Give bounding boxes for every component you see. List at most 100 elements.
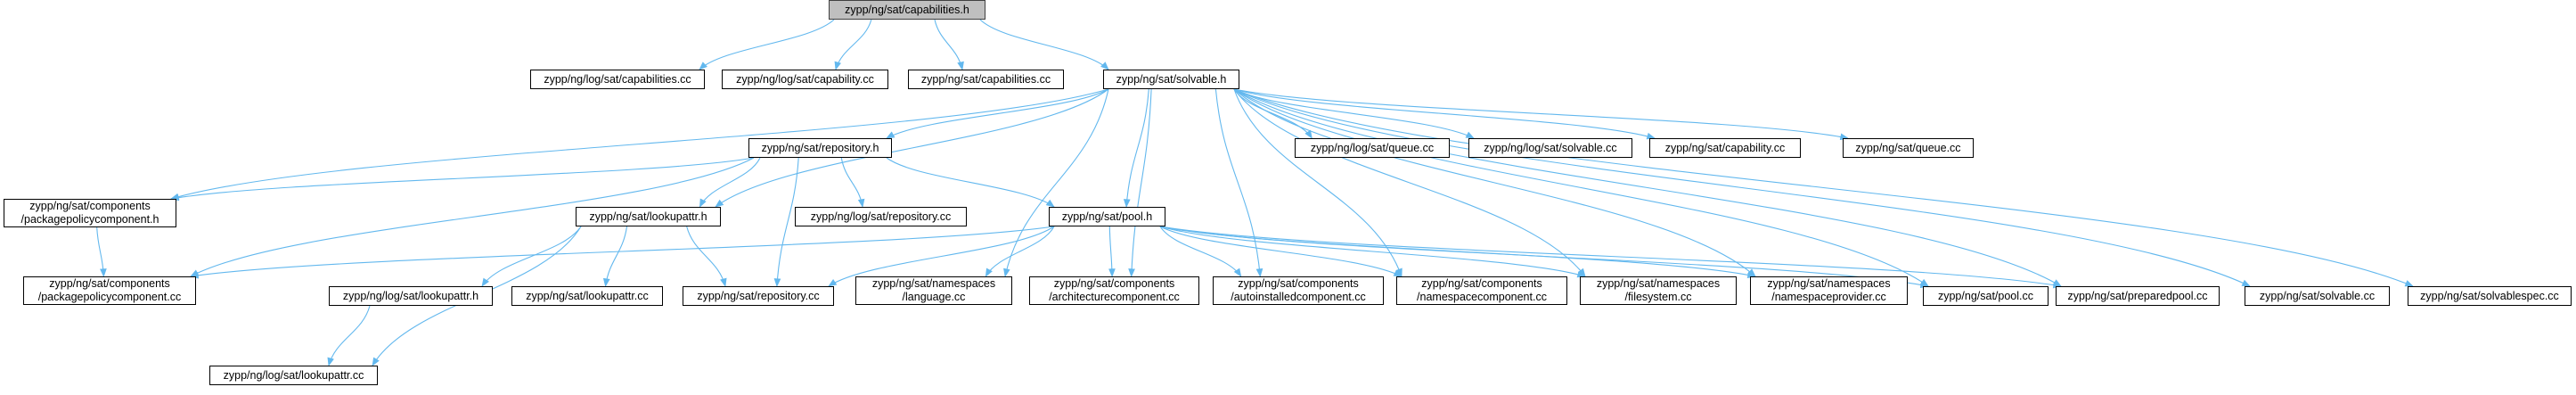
graph-node-log_solvable_cc[interactable]: zypp/ng/log/sat/solvable.cc	[1468, 138, 1632, 158]
graph-edge-sat_lookupattr_h-to-sat_repository_cc	[686, 226, 727, 287]
graph-node-sat_repository_h[interactable]: zypp/ng/sat/repository.h	[748, 138, 892, 158]
graph-edge-sat_lookupattr_h-to-sat_lookupattr_cc	[602, 226, 628, 287]
graph-edge-sat_solvable_h-to-sat_queue_cc	[1233, 88, 1849, 141]
graph-edge-sat_solvable_h-to-sat_pool_cc	[1233, 88, 1929, 287]
graph-node-label: zypp/ng/sat/components	[1421, 277, 1542, 290]
graph-node-label: zypp/ng/sat/namespaces	[1767, 277, 1891, 290]
graph-node-namespacecomponent_cc[interactable]: zypp/ng/sat/components/namespacecomponen…	[1396, 276, 1567, 305]
graph-node-namespaces_language_cc[interactable]: zypp/ng/sat/namespaces/language.cc	[855, 276, 1012, 305]
graph-node-log_capabilities_cc[interactable]: zypp/ng/log/sat/capabilities.cc	[530, 70, 705, 89]
graph-edge-log_lookupattr_h-to-log_lookupattr_cc	[327, 305, 371, 366]
graph-edge-sat_solvable_h-to-sat_capability_cc	[1233, 88, 1656, 140]
graph-edge-sat_repository_h-to-packagepolicycomponent_h	[170, 157, 755, 202]
graph-node-sat_preparedpool_cc[interactable]: zypp/ng/sat/preparedpool.cc	[2056, 286, 2220, 306]
graph-edge-sat_solvable_h-to-autoinstalledcomponent_cc	[1214, 88, 1263, 277]
graph-node-capabilities_h[interactable]: zypp/ng/sat/capabilities.h	[829, 0, 985, 20]
graph-node-label: zypp/ng/log/sat/lookupattr.h	[342, 289, 479, 302]
graph-edge-sat_pool_h-to-packagepolicycomponent_cc	[190, 226, 1055, 279]
graph-edge-sat_solvable_h-to-sat_repository_h	[886, 88, 1109, 139]
graph-node-label: zypp/ng/sat/preparedpool.cc	[2067, 289, 2208, 302]
graph-node-sat_lookupattr_h[interactable]: zypp/ng/sat/lookupattr.h	[576, 207, 721, 226]
graph-edge-capabilities_h-to-log_capability_cc	[834, 19, 872, 70]
graph-node-label: zypp/ng/sat/solvable.h	[1116, 72, 1227, 86]
graph-node-label: /packagepolicycomponent.h	[20, 213, 159, 226]
graph-edge-sat_lookupattr_h-to-log_lookupattr_h	[481, 226, 582, 287]
graph-node-sat_solvable_cc[interactable]: zypp/ng/sat/solvable.cc	[2245, 286, 2390, 306]
graph-node-label: /filesystem.cc	[1624, 291, 1692, 303]
graph-node-sat_solvable_h[interactable]: zypp/ng/sat/solvable.h	[1103, 70, 1239, 89]
graph-edge-packagepolicycomponent_h-to-packagepolicycomponent_cc	[96, 226, 107, 277]
graph-node-namespaces_filesystem_cc[interactable]: zypp/ng/sat/namespaces/filesystem.cc	[1580, 276, 1737, 305]
graph-node-packagepolicycomponent_h[interactable]: zypp/ng/sat/components/packagepolicycomp…	[4, 199, 176, 227]
graph-edge-sat_solvable_h-to-namespaceprovider_cc	[1233, 88, 1756, 277]
graph-edge-sat_repository_h-to-log_repository_cc	[840, 157, 865, 208]
graph-edge-sat_repository_h-to-sat_pool_h	[886, 157, 1055, 208]
graph-node-label: zypp/ng/sat/lookupattr.h	[589, 210, 707, 223]
graph-edge-sat_solvable_h-to-sat_solvablespec_cc	[1233, 88, 2414, 287]
graph-edge-sat_pool_h-to-namespaces_filesystem_cc	[1159, 226, 1586, 278]
graph-edge-capabilities_h-to-sat_solvable_h	[979, 19, 1109, 70]
graph-node-sat_pool_cc[interactable]: zypp/ng/sat/pool.cc	[1923, 286, 2049, 306]
graph-node-label: zypp/ng/sat/components	[1238, 277, 1359, 290]
graph-node-log_capability_cc[interactable]: zypp/ng/log/sat/capability.cc	[722, 70, 888, 89]
graph-node-label: zypp/ng/sat/namespaces	[1596, 277, 1721, 290]
graph-node-log_lookupattr_h[interactable]: zypp/ng/log/sat/lookupattr.h	[329, 286, 493, 306]
graph-node-label: /language.cc	[902, 291, 966, 303]
graph-node-label: zypp/ng/sat/capabilities.cc	[920, 72, 1051, 86]
graph-node-log_lookupattr_cc[interactable]: zypp/ng/log/sat/lookupattr.cc	[209, 366, 378, 385]
graph-node-sat_queue_cc[interactable]: zypp/ng/sat/queue.cc	[1843, 138, 1974, 158]
graph-node-sat_capability_cc[interactable]: zypp/ng/sat/capability.cc	[1649, 138, 1801, 158]
graph-edge-capabilities_h-to-sat_capabilities_cc	[934, 19, 964, 70]
graph-node-label: zypp/ng/log/sat/repository.cc	[810, 210, 952, 223]
graph-node-label: zypp/ng/sat/lookupattr.cc	[526, 289, 649, 302]
graph-node-sat_capabilities_cc[interactable]: zypp/ng/sat/capabilities.cc	[908, 70, 1064, 89]
graph-edge-sat_repository_h-to-sat_lookupattr_h	[699, 157, 761, 208]
graph-node-sat_solvablespec_cc[interactable]: zypp/ng/sat/solvablespec.cc	[2408, 286, 2572, 306]
graph-edge-sat_solvable_h-to-architecturecomponent_cc	[1128, 88, 1152, 277]
graph-node-label: /namespaceprovider.cc	[1771, 291, 1886, 303]
graph-node-label: zypp/ng/sat/solvable.cc	[2259, 289, 2376, 302]
graph-edge-sat_solvable_h-to-namespaces_language_cc	[1003, 88, 1109, 277]
graph-node-label: zypp/ng/log/sat/lookupattr.cc	[223, 368, 364, 382]
graph-edge-sat_pool_h-to-autoinstalledcomponent_cc	[1159, 226, 1242, 277]
graph-edge-sat_pool_h-to-architecturecomponent_cc	[1108, 226, 1116, 277]
graph-node-architecturecomponent_cc[interactable]: zypp/ng/sat/components/architecturecompo…	[1029, 276, 1199, 305]
graph-node-packagepolicycomponent_cc[interactable]: zypp/ng/sat/components/packagepolicycomp…	[23, 276, 196, 305]
graph-node-log_queue_cc[interactable]: zypp/ng/log/sat/queue.cc	[1295, 138, 1450, 158]
graph-node-label: zypp/ng/sat/components	[29, 200, 151, 212]
graph-edge-sat_solvable_h-to-sat_solvable_cc	[1233, 88, 2251, 287]
graph-node-autoinstalledcomponent_cc[interactable]: zypp/ng/sat/components/autoinstalledcomp…	[1213, 276, 1384, 305]
graph-edge-sat_pool_h-to-namespaceprovider_cc	[1159, 226, 1756, 278]
graph-node-label: zypp/ng/sat/pool.cc	[1937, 289, 2033, 302]
graph-node-label: /autoinstalledcomponent.cc	[1231, 291, 1366, 303]
graph-edge-sat_solvable_h-to-namespacecomponent_cc	[1233, 88, 1402, 277]
graph-edge-sat_pool_h-to-namespacecomponent_cc	[1159, 226, 1402, 277]
graph-edge-sat_solvable_h-to-sat_preparedpool_cc	[1233, 88, 2062, 287]
graph-node-label: zypp/ng/sat/repository.cc	[697, 289, 820, 302]
graph-edge-sat_solvable_h-to-log_queue_cc	[1233, 88, 1313, 139]
graph-node-label: zypp/ng/sat/capabilities.h	[845, 3, 969, 16]
graph-node-log_repository_cc[interactable]: zypp/ng/log/sat/repository.cc	[795, 207, 967, 226]
graph-node-label: zypp/ng/sat/namespaces	[871, 277, 996, 290]
graph-node-sat_repository_cc[interactable]: zypp/ng/sat/repository.cc	[683, 286, 834, 306]
graph-node-label: zypp/ng/log/sat/capability.cc	[736, 72, 874, 86]
graph-node-sat_pool_h[interactable]: zypp/ng/sat/pool.h	[1049, 207, 1165, 226]
graph-node-label: zypp/ng/log/sat/queue.cc	[1310, 141, 1435, 154]
graph-node-sat_lookupattr_cc[interactable]: zypp/ng/sat/lookupattr.cc	[511, 286, 663, 306]
graph-node-label: zypp/ng/sat/capability.cc	[1664, 141, 1786, 154]
graph-node-label: zypp/ng/sat/solvablespec.cc	[2420, 289, 2559, 302]
graph-node-namespaceprovider_cc[interactable]: zypp/ng/sat/namespaces/namespaceprovider…	[1750, 276, 1908, 305]
graph-node-label: zypp/ng/sat/queue.cc	[1855, 141, 1961, 154]
graph-node-label: /packagepolicycomponent.cc	[37, 291, 182, 303]
graph-node-label: /architecturecomponent.cc	[1049, 291, 1180, 303]
graph-node-label: zypp/ng/sat/components	[49, 277, 170, 290]
graph-node-label: zypp/ng/log/sat/solvable.cc	[1484, 141, 1617, 154]
graph-edge-sat_solvable_h-to-namespaces_filesystem_cc	[1233, 88, 1586, 277]
graph-node-label: zypp/ng/sat/components	[1053, 277, 1175, 290]
graph-node-label: /namespacecomponent.cc	[1417, 291, 1547, 303]
graph-node-label: zypp/ng/log/sat/capabilities.cc	[544, 72, 691, 86]
graph-node-label: zypp/ng/sat/repository.h	[761, 141, 879, 154]
graph-edge-sat_solvable_h-to-packagepolicycomponent_h	[170, 88, 1109, 201]
